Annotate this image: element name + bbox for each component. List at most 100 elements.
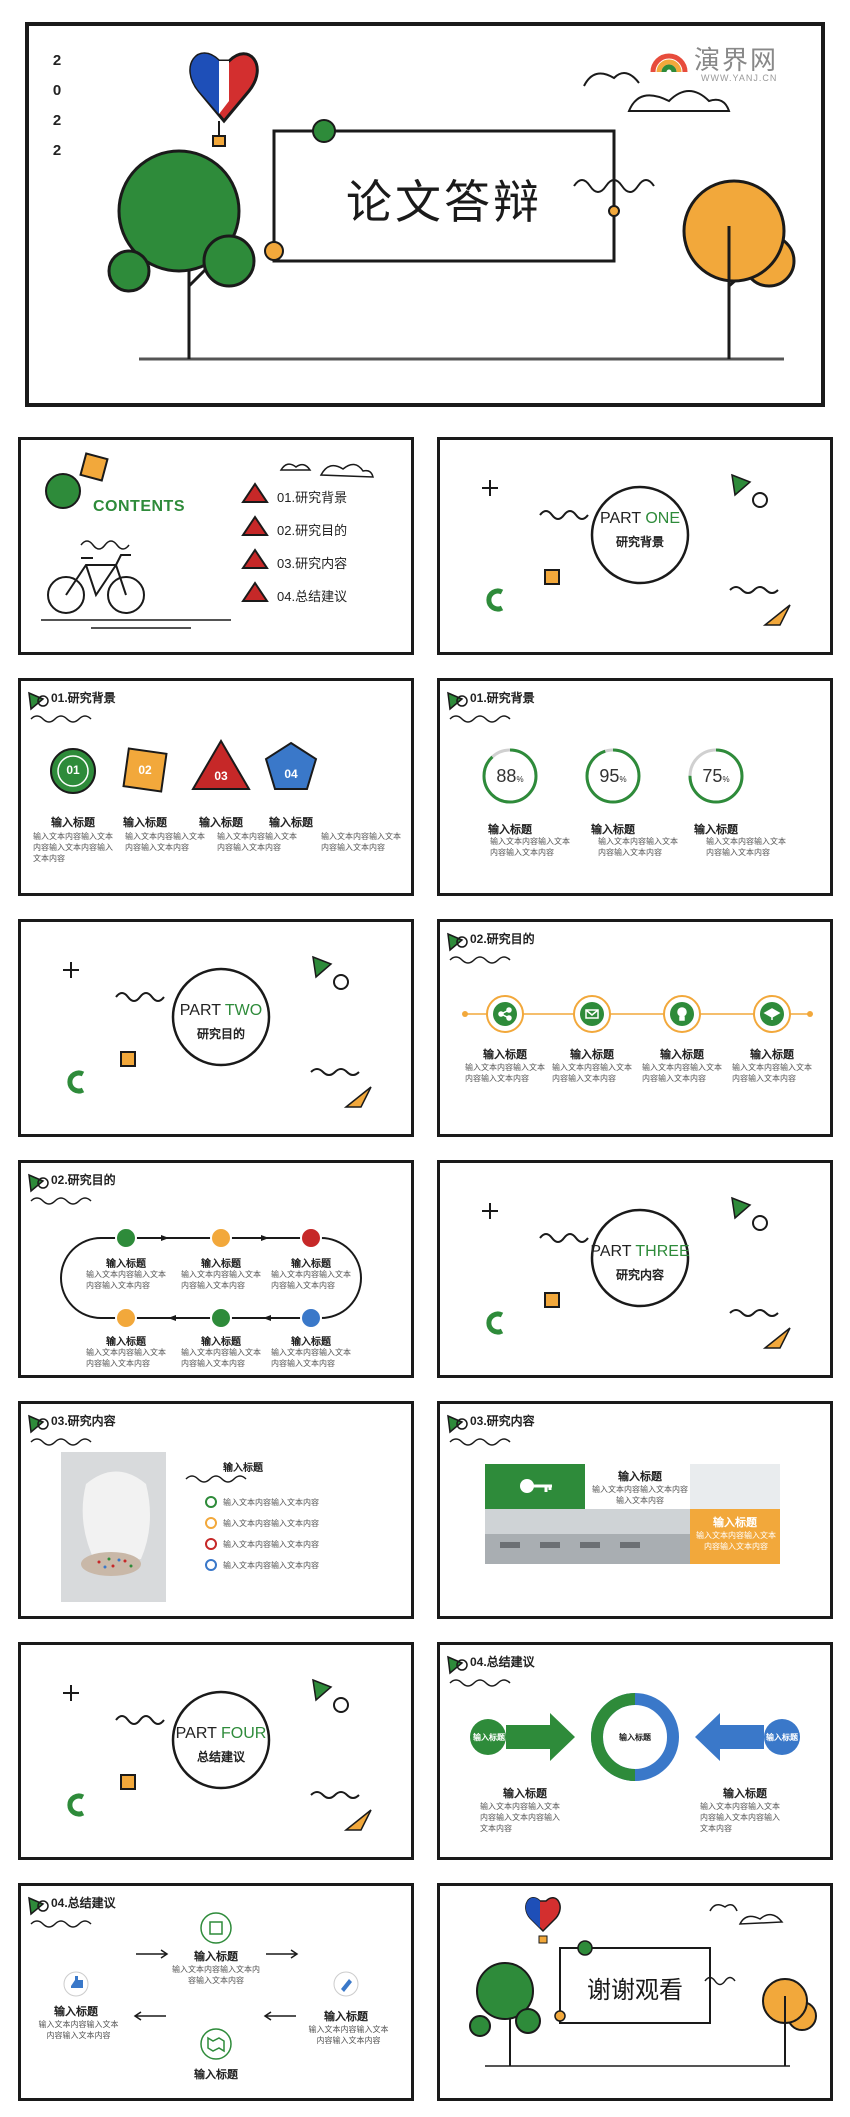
contents-item[interactable]: 02.研究目的 bbox=[277, 523, 348, 538]
timeline-decor bbox=[447, 932, 813, 1033]
part-decor bbox=[63, 1678, 372, 1831]
content-decor bbox=[28, 1414, 247, 1602]
rainbow-logo-icon bbox=[650, 53, 688, 73]
part-title: PART FOUR bbox=[175, 1725, 267, 1742]
thumbs-up-icon bbox=[64, 1972, 88, 1996]
item-title: 输入标题 bbox=[123, 817, 167, 829]
ring-value: 95% bbox=[599, 766, 627, 786]
cover-slide: 2 0 2 2 论文答辩 演界网 WWW.YANJ.CN bbox=[25, 22, 825, 407]
item-title: 输入标题 bbox=[591, 824, 635, 836]
contents-item[interactable]: 03.研究内容 bbox=[277, 556, 348, 571]
ring-value: 88% bbox=[496, 766, 524, 786]
item-text: 输入文本内容输入文本内容输入文本内容 bbox=[706, 837, 786, 857]
year-digit: 2 bbox=[52, 52, 62, 69]
item-text: 输入文本内容输入文本内容输入文本内容 bbox=[38, 2020, 119, 2040]
badge-number: 03 bbox=[214, 769, 228, 783]
badge-number: 04 bbox=[284, 767, 298, 781]
brand-url: WWW.YANJ.CN bbox=[701, 73, 778, 83]
item-title: 输入标题 bbox=[269, 817, 313, 829]
bulb-icon bbox=[672, 1004, 692, 1024]
item-title: 输入标题 bbox=[694, 824, 738, 836]
item-title: 输入标题 bbox=[483, 1049, 527, 1061]
cover-illustration bbox=[107, 52, 796, 361]
background-slide-2: 01.研究背景 88% 95% 75% 输入标题 输入文本内容输入文本内容输入文… bbox=[437, 678, 833, 896]
item-title: 输入标题 bbox=[713, 1517, 757, 1529]
item-title: 输入标题 bbox=[488, 824, 532, 836]
item-title: 输入标题 bbox=[54, 2006, 98, 2018]
brand-logo: 演界网 WWW.YANJ.CN bbox=[649, 40, 819, 90]
part-title: PART TWO bbox=[179, 1002, 263, 1019]
item-title: 输入标题 bbox=[503, 1788, 547, 1800]
item-text: 输入文本内容输入文本内容输入文本内容 bbox=[125, 832, 205, 852]
part-subtitle: 总结建议 bbox=[196, 1750, 245, 1764]
year-vertical: 2 0 2 2 bbox=[47, 46, 67, 166]
item-text: 输入文本内容输入文本内容输入文本内容 bbox=[86, 1348, 166, 1368]
part-subtitle: 研究内容 bbox=[615, 1268, 664, 1282]
item-title: 输入标题 bbox=[660, 1049, 704, 1061]
badge-number: 02 bbox=[138, 763, 152, 777]
pencil-icon bbox=[334, 1972, 358, 1996]
item-text: 输入文本内容输入文本内容输入文本内容 bbox=[321, 832, 401, 852]
thanks-title: 谢谢观看 bbox=[587, 1977, 683, 2004]
part-three-slide: PART THREE 研究内容 bbox=[437, 1160, 833, 1378]
item-title: 输入标题 bbox=[291, 1337, 331, 1348]
item-text: 输入文本内容输入文本内容输入文本内容 bbox=[271, 1348, 351, 1368]
slide-header: 04.总结建议 bbox=[470, 1655, 535, 1669]
item-text: 输入文本内容输入文本内容输入文本内容 bbox=[732, 1063, 812, 1083]
item-text: 输入文本内容输入文本内容输入文本内容 bbox=[696, 1531, 776, 1551]
bullet-text: 输入文本内容输入文本内容 bbox=[223, 1519, 319, 1528]
background-slide-1: 01.研究背景 01 02 03 04 输入标题 输入文本内容输入文本内容输入文… bbox=[18, 678, 414, 896]
year-digit: 2 bbox=[52, 142, 62, 159]
ring-value: 75% bbox=[702, 766, 730, 786]
badge-number: 01 bbox=[66, 763, 80, 777]
cycle-decor bbox=[28, 1896, 359, 2060]
item-title: 输入标题 bbox=[201, 1337, 241, 1348]
contents-decor bbox=[41, 452, 374, 629]
item-text: 输入文本内容输入文本内容输入文本内容 bbox=[592, 1485, 688, 1505]
slide-header: 01.研究背景 bbox=[470, 691, 535, 705]
item-text: 输入文本内容输入文本内容输入文本内容输入文本内容 bbox=[700, 1802, 780, 1833]
key-icon bbox=[520, 1476, 560, 1496]
goal-slide-1: 02.研究目的 输入标题 输入文本内容输入文本内容输入文本内容 输入标题 输入文… bbox=[437, 919, 833, 1137]
part-one-slide: PART ONE 研究背景 bbox=[437, 437, 833, 655]
contents-item[interactable]: 01.研究背景 bbox=[277, 490, 348, 505]
loop-decor bbox=[28, 1173, 362, 1329]
ring-progress bbox=[585, 748, 641, 804]
item-title: 输入标题 bbox=[106, 1259, 146, 1270]
rings-decor bbox=[447, 691, 744, 804]
slide-header: 03.研究内容 bbox=[51, 1414, 116, 1428]
item-text: 输入文本内容输入文本内容输入文本内容 bbox=[642, 1063, 722, 1083]
item-text: 输入文本内容输入文本内容输入文本内容输入文本内容 bbox=[33, 832, 113, 863]
slide-header: 04.总结建议 bbox=[51, 1896, 116, 1910]
item-title: 输入标题 bbox=[194, 2069, 238, 2081]
item-text: 输入文本内容输入文本内容输入文本内容 bbox=[465, 1063, 545, 1083]
item-title: 输入标题 bbox=[51, 817, 95, 829]
center-label: 输入标题 bbox=[619, 1733, 651, 1742]
item-text: 输入文本内容输入文本内容输入文本内容 bbox=[181, 1348, 261, 1368]
item-title: 输入标题 bbox=[618, 1471, 662, 1483]
brand-name: 演界网 bbox=[694, 45, 779, 75]
item-title: 输入标题 bbox=[291, 1259, 331, 1270]
ring-progress bbox=[482, 748, 538, 804]
graduation-cap-icon bbox=[762, 1004, 782, 1024]
content-slide-1: 03.研究内容 输入标题 输入文本内容输入文本内容 输入文本内容输入文本内容 输… bbox=[18, 1401, 414, 1619]
item-title: 输入标题 bbox=[750, 1049, 794, 1061]
item-text: 输入文本内容输入文本内容输入文本内容 bbox=[217, 832, 297, 852]
part-two-slide: PART TWO 研究目的 bbox=[18, 919, 414, 1137]
contents-heading: CONTENTS bbox=[93, 498, 185, 515]
part-decor bbox=[63, 955, 372, 1108]
slide-header: 03.研究内容 bbox=[470, 1414, 535, 1428]
contents-item[interactable]: 04.总结建议 bbox=[277, 589, 348, 604]
summary-slide-2: 04.总结建议 输入标题 输入文本内容输入文本内容输入文本内容 输入标题 输入文… bbox=[18, 1883, 414, 2101]
part-subtitle: 研究背景 bbox=[615, 535, 664, 549]
document-icon bbox=[201, 1913, 231, 1943]
bullet-text: 输入文本内容输入文本内容 bbox=[223, 1561, 319, 1570]
item-text: 输入文本内容输入文本内容输入文本内容 bbox=[181, 1270, 261, 1290]
bullet-text: 输入文本内容输入文本内容 bbox=[223, 1498, 319, 1507]
item-text: 输入文本内容输入文本内容输入文本内容 bbox=[86, 1270, 166, 1290]
item-title: 输入标题 bbox=[106, 1337, 146, 1348]
item-text: 输入文本内容输入文本内容输入文本内容 bbox=[308, 2025, 389, 2045]
content-decor bbox=[447, 1414, 780, 1564]
item-text: 输入文本内容输入文本内容输入文本内容 bbox=[490, 837, 570, 857]
thanks-illustration bbox=[469, 1897, 817, 2067]
